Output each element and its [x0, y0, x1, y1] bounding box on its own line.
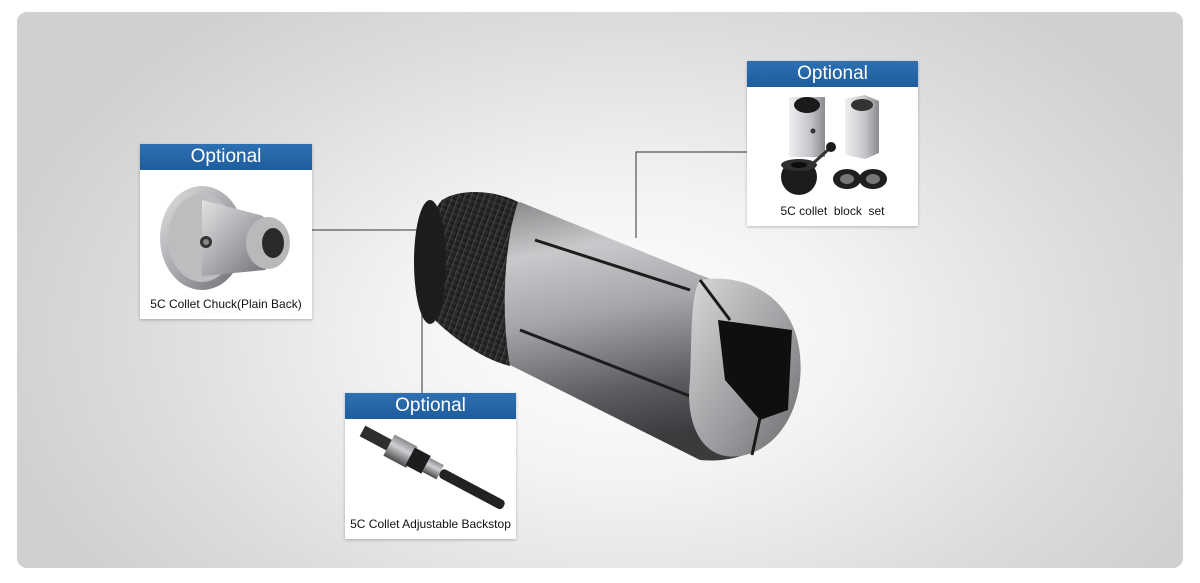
- collet-thread: [423, 191, 518, 366]
- collet-slot: [534, 238, 691, 292]
- collet-block-set-image: [781, 95, 887, 195]
- card-caption: 5C Collet Chuck(Plain Back): [150, 297, 302, 311]
- optional-card-collet-block-set[interactable]: Optional 5C collet: [747, 61, 918, 226]
- card-caption: 5C Collet Adjustable Backstop: [350, 517, 511, 531]
- optional-badge: Optional: [747, 61, 918, 87]
- optional-card-adjustable-backstop[interactable]: Optional 5C Collet Adjustable Backstop: [345, 393, 516, 539]
- optional-badge: Optional: [345, 393, 516, 419]
- 5c-collet-image: [414, 191, 801, 461]
- optional-badge: Optional: [140, 144, 312, 170]
- adjustable-backstop-image: [359, 425, 505, 510]
- connector-block: [635, 151, 747, 238]
- collet-slot: [519, 328, 701, 402]
- optional-card-collet-chuck[interactable]: Optional 5C Collet Chuck(Plain Back): [140, 144, 312, 319]
- card-caption: 5C collet block set: [780, 204, 885, 218]
- collet-chuck-image: [160, 186, 290, 290]
